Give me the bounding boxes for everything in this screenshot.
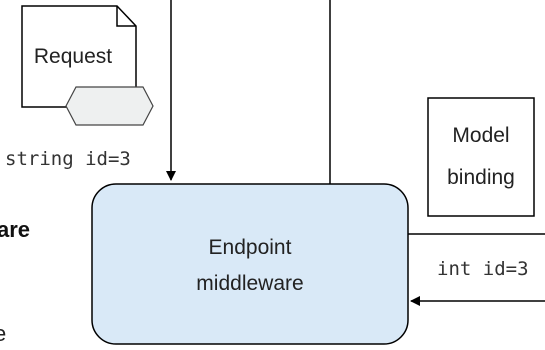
request-label: Request [34, 45, 112, 68]
endpoint-middleware-box [91, 183, 409, 345]
request-document [21, 5, 137, 108]
model-binding-label-line2: binding [447, 166, 515, 189]
request-param-tag [65, 86, 154, 126]
left-cut-text-2: e [0, 321, 6, 346]
left-cut-text-1: are [0, 217, 30, 242]
model-binding-label-line1: Model [452, 124, 509, 147]
endpoint-label-line2: middleware [196, 272, 303, 295]
endpoint-label-line1: Endpoint [209, 236, 292, 259]
model-binding-box [427, 97, 535, 217]
bound-param-label: int id=3 [437, 258, 529, 280]
request-param-label: string id=3 [5, 148, 131, 170]
